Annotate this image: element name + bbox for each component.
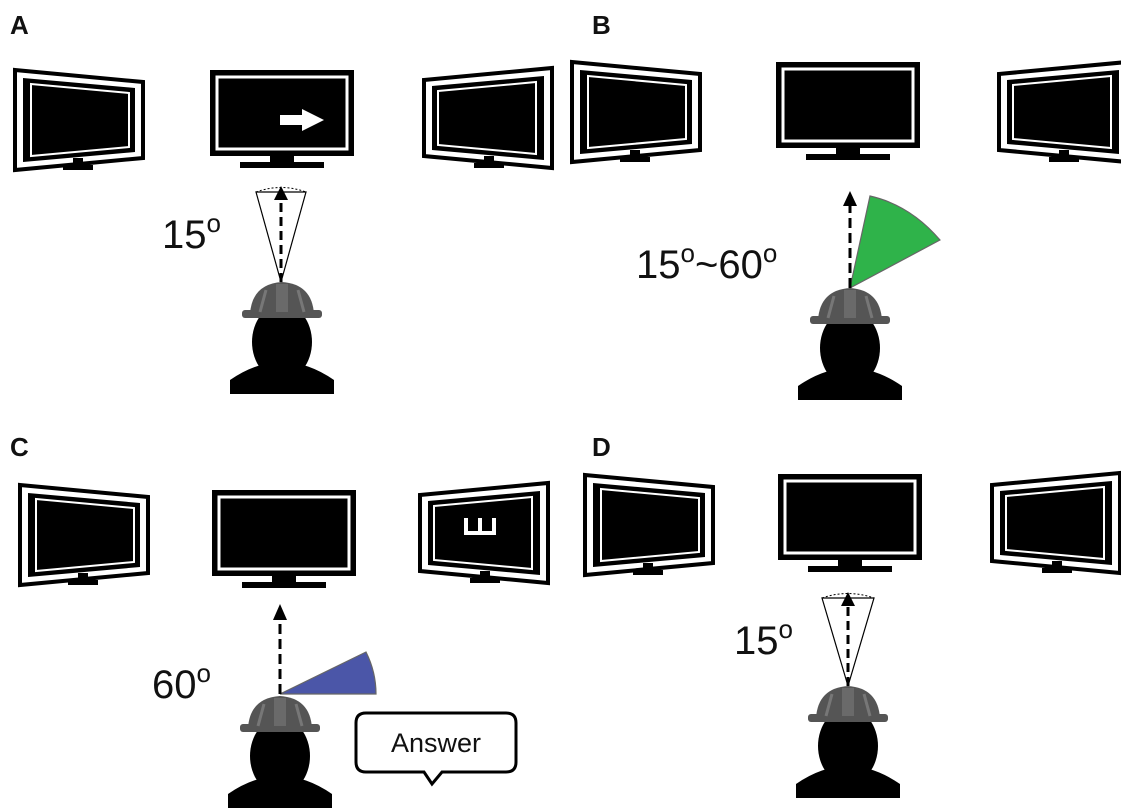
arrow-right-icon <box>280 109 324 131</box>
gaze-range-d <box>821 592 875 689</box>
answer-bubble: Answer <box>354 711 518 787</box>
left-monitor-b <box>568 60 702 164</box>
rotation-sector-c <box>279 651 377 695</box>
letter-e-icon <box>464 518 496 535</box>
left-monitor-c <box>16 483 150 587</box>
gaze-range-a <box>255 186 307 285</box>
panel-c: C 60o Answer <box>10 432 552 810</box>
gaze-range-b <box>843 191 941 290</box>
answer-text: Answer <box>391 728 481 758</box>
center-monitor-b <box>774 60 922 162</box>
angle-label-a: 15o <box>162 208 221 257</box>
right-monitor-d <box>990 471 1121 575</box>
worker-b <box>796 286 904 402</box>
left-monitor-a <box>11 68 145 172</box>
gaze-range-c <box>273 604 377 695</box>
angle-label-b: 15o~60o <box>636 238 777 287</box>
panel-letter-a: A <box>10 10 29 40</box>
rotation-sector-b <box>849 195 941 290</box>
right-monitor-a <box>422 66 556 170</box>
angle-label-c: 60o <box>152 658 211 707</box>
angle-label-d: 15o <box>734 614 793 663</box>
panel-letter-c: C <box>10 432 29 462</box>
left-monitor-d <box>581 473 715 577</box>
panel-letter-d: D <box>592 432 611 462</box>
center-monitor-d <box>776 472 924 574</box>
panel-a: A 15o <box>10 10 556 396</box>
right-monitor-b <box>997 60 1121 164</box>
panel-d: D 15o <box>581 432 1121 800</box>
panel-letter-b: B <box>592 10 611 40</box>
panel-b: B 15o~60o <box>568 10 1121 402</box>
center-monitor-c <box>210 488 358 590</box>
worker-c <box>226 694 334 810</box>
worker-a <box>228 280 336 396</box>
worker-d <box>794 684 902 800</box>
